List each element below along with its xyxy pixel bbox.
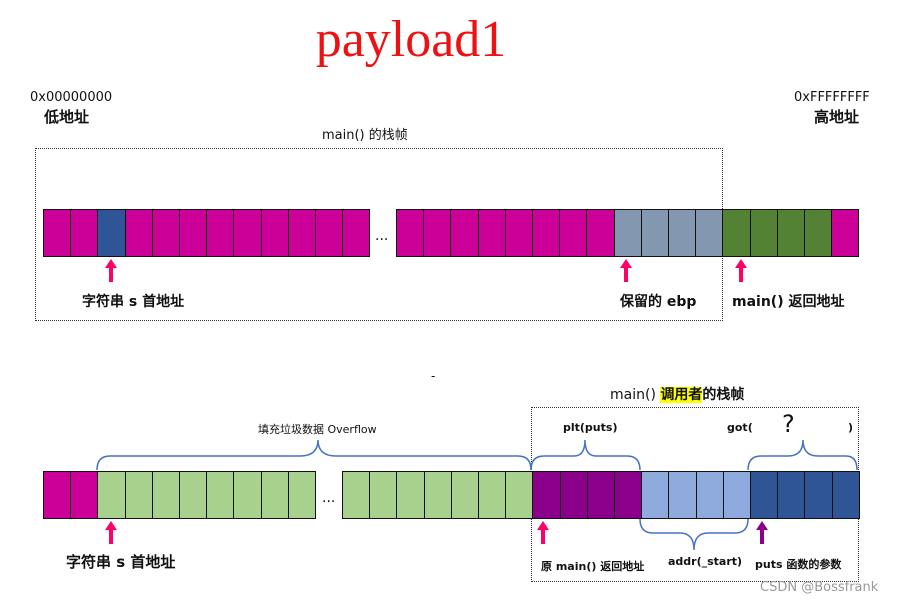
watermark: CSDN @Bossfrank	[760, 580, 879, 595]
got-close-paren: )	[848, 421, 854, 434]
caller-frame-prefix: main()	[610, 387, 661, 403]
memory-cell-pink	[124, 209, 153, 257]
low-address: 0x00000000	[30, 90, 113, 105]
memory-cell-green	[749, 209, 778, 257]
memory-cell-pink	[43, 471, 72, 519]
memory-cell-pink	[477, 209, 506, 257]
memory-cell-lightgreen	[287, 471, 316, 519]
memory-cell-pink	[233, 209, 262, 257]
memory-cell-lightblue	[695, 471, 724, 519]
arrow-up-icon	[537, 521, 549, 544]
memory-cell-pink	[504, 209, 533, 257]
main-return-address-label: main() 返回地址	[732, 294, 845, 310]
main-frame-label: main() 的栈帧	[322, 128, 408, 143]
memory-cell-lightgreen	[423, 471, 452, 519]
memory-cell-gray	[668, 209, 697, 257]
overflow-label: 填充垃圾数据 Overflow	[258, 423, 377, 436]
memory-cell-lightgreen	[450, 471, 479, 519]
got-label: got(	[727, 421, 753, 434]
memory-cell-blue	[750, 471, 779, 519]
string-s-address-label: 字符串 s 首地址	[82, 294, 185, 310]
memory-cell-pink	[586, 209, 615, 257]
arrow-up-icon	[105, 521, 117, 544]
memory-cell-lightblue	[641, 471, 670, 519]
memory-cell-purple	[532, 471, 561, 519]
arrow-up-icon	[620, 259, 632, 282]
memory-cell-lightgreen	[505, 471, 534, 519]
memory-cell-lightgreen	[124, 471, 153, 519]
memory-cell-pink	[260, 209, 289, 257]
diagram-title: payload1	[315, 11, 507, 68]
caller-highlight: 调用者	[660, 387, 703, 403]
low-address-label: 低地址	[44, 108, 90, 126]
memory-cell-green	[804, 209, 833, 257]
memory-cell-blue	[804, 471, 833, 519]
memory-cell-lightgreen	[206, 471, 235, 519]
memory-cell-gray	[640, 209, 669, 257]
memory-cell-lightgreen	[260, 471, 289, 519]
memory-cell-pink	[287, 209, 316, 257]
caller-frame-suffix: 的栈帧	[702, 387, 745, 403]
memory-cell-lightgreen	[396, 471, 425, 519]
puts-param-label: puts 函数的参数	[755, 558, 842, 571]
memory-cell-lightgreen	[179, 471, 208, 519]
plt-brace	[530, 439, 641, 471]
memory-cell-pink	[831, 209, 860, 257]
memory-cell-lightgreen	[478, 471, 507, 519]
got-brace	[747, 439, 858, 471]
memory-cell-pink	[559, 209, 588, 257]
memory-cell-purple	[586, 471, 615, 519]
memory-cell-lightgreen	[342, 471, 371, 519]
memory-cell-green	[776, 209, 805, 257]
plt-puts-label: plt(puts)	[563, 421, 618, 434]
memory-cell-blue	[831, 471, 860, 519]
original-return-address-label: 原 main() 返回地址	[541, 560, 645, 573]
memory-cell-purple	[614, 471, 643, 519]
memory-cell-lightgreen	[151, 471, 180, 519]
memory-cell-lightgreen	[233, 471, 262, 519]
saved-ebp-label: 保留的 ebp	[620, 294, 697, 310]
got-question-mark: ?	[782, 410, 795, 438]
top-ellipsis: ...	[375, 228, 389, 244]
addr-start-brace	[639, 518, 749, 551]
memory-cell-pink	[342, 209, 371, 257]
high-address: 0xFFFFFFFF	[794, 90, 870, 105]
memory-cell-lightblue	[722, 471, 751, 519]
stray-dot: -	[431, 369, 436, 383]
memory-cell-lightblue	[668, 471, 697, 519]
bottom-ellipsis: ...	[322, 490, 336, 506]
arrow-up-icon	[105, 259, 117, 282]
arrow-up-icon	[756, 521, 768, 544]
bottom-string-s-address-label: 字符串 s 首地址	[66, 553, 176, 571]
memory-cell-lightgreen	[369, 471, 398, 519]
arrow-up-icon	[735, 259, 747, 282]
memory-cell-purple	[559, 471, 588, 519]
addr-start-label: addr(_start)	[668, 555, 743, 568]
high-address-label: 高地址	[814, 108, 860, 126]
memory-cell-blue	[777, 471, 806, 519]
overflow-brace	[96, 439, 532, 471]
memory-cell-lightgreen	[97, 471, 126, 519]
memory-cell-pink	[70, 471, 99, 519]
caller-frame-label: main() 调用者的栈帧	[610, 384, 744, 404]
